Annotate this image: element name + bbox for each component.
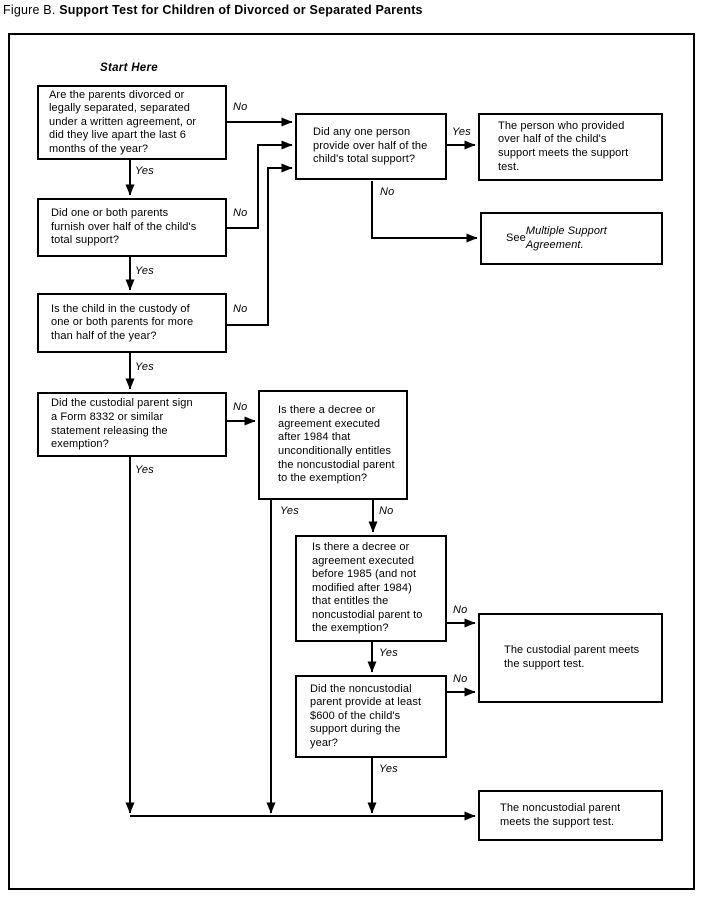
node-custodial-signed-8332: Did the custodial parent sign a Form 833… [37,392,227,457]
node-parents-divorced-text: Are the parents divorced or legally sepa… [49,88,197,155]
label-yes-decree-after-1984: Yes [280,505,299,517]
label-yes-one-person: Yes [452,126,471,138]
figure-label: Figure B. [3,3,56,17]
node-parents-furnish-half: Did one or both parents furnish over hal… [37,198,227,257]
label-yes-custodial-signed: Yes [135,464,154,476]
node-one-person-half-support: Did any one person provide over half of … [295,113,447,180]
node-custodial-signed-8332-text: Did the custodial parent sign a Form 833… [51,397,193,451]
node-decree-before-1985-text: Is there a decree or agreement executed … [312,540,423,635]
node-see-reference-text: Multiple Support Agreement. [525,224,607,251]
node-custodial-meets-test-text: The custodial parent meets the support t… [504,644,640,670]
label-no-custodial-signed: No [233,401,248,413]
label-no-decree-after-1984: No [379,505,394,517]
label-no-noncustodial-600: No [453,673,468,685]
node-custodial-meets-test: The custodial parent meets the support t… [478,613,663,703]
node-see-prefix-text: See [506,231,526,244]
label-yes-parents-furnish: Yes [135,265,154,277]
figure-title-text: Support Test for Children of Divorced or… [59,3,423,17]
label-no-child-custody: No [233,303,248,315]
label-yes-decree-before-1985: Yes [379,647,398,659]
node-parents-divorced: Are the parents divorced or legally sepa… [37,85,227,160]
node-person-meets-test: The person who provided over half of the… [478,113,663,181]
label-yes-noncustodial-600: Yes [379,763,398,775]
label-yes-parents-divorced: Yes [135,165,154,177]
node-noncustodial-meets-test: The noncustodial parent meets the suppor… [478,790,663,841]
node-decree-before-1985: Is there a decree or agreement executed … [295,535,447,642]
node-parents-furnish-half-text: Did one or both parents furnish over hal… [51,207,197,247]
label-no-decree-before-1985: No [453,604,468,616]
node-see-multiple-support-agreement: See Multiple Support Agreement. [480,212,663,265]
node-one-person-half-support-text: Did any one person provide over half of … [313,126,428,166]
label-yes-child-custody: Yes [135,361,154,373]
label-no-one-person: No [380,186,395,198]
node-child-in-custody-text: Is the child in the custody of one or bo… [51,302,194,342]
node-decree-after-1984: Is there a decree or agreement executed … [258,390,408,500]
node-child-in-custody: Is the child in the custody of one or bo… [37,293,227,353]
node-person-meets-test-text: The person who provided over half of the… [498,119,629,173]
node-noncustodial-600-text: Did the noncustodial parent provide at l… [310,682,422,749]
node-decree-after-1984-text: Is there a decree or agreement executed … [278,404,395,485]
figure-title: Figure B. Support Test for Children of D… [3,3,423,17]
node-noncustodial-meets-test-text: The noncustodial parent meets the suppor… [500,801,621,828]
label-no-parents-furnish: No [233,207,248,219]
node-noncustodial-600: Did the noncustodial parent provide at l… [295,675,447,758]
label-no-parents-divorced: No [233,101,248,113]
start-here-label: Start Here [100,62,158,74]
